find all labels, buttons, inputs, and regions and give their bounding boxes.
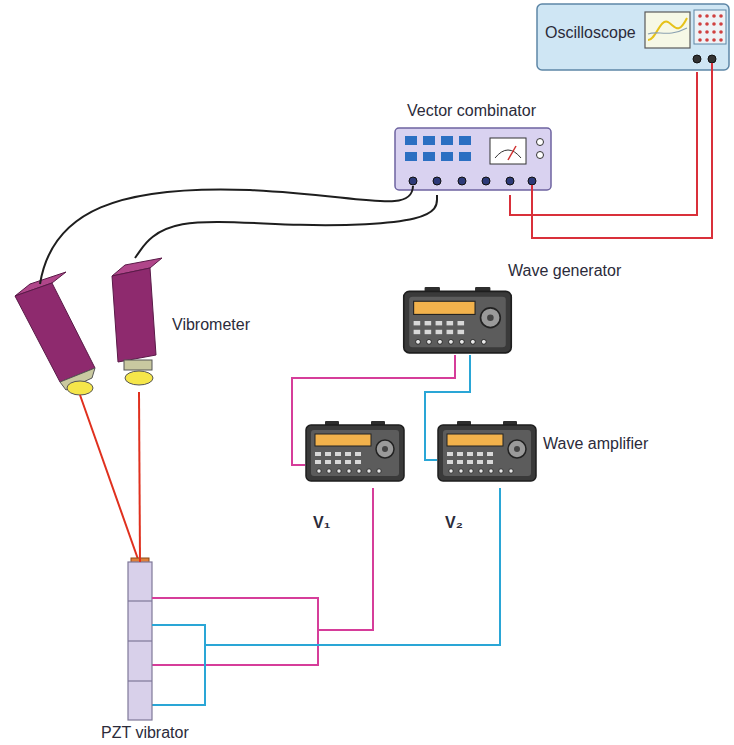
wave-amplifier: V₁	[305, 420, 405, 488]
knob	[537, 139, 544, 146]
knob	[537, 152, 544, 159]
oscilloscope-screen	[645, 12, 690, 48]
drive-wire	[152, 630, 318, 665]
combinator-body	[395, 128, 551, 190]
device-label: Oscilloscope	[545, 24, 636, 42]
vibrometer-right	[112, 258, 162, 385]
oscilloscope: Oscilloscope	[535, 2, 731, 72]
control-buttons	[698, 14, 723, 42]
oscilloscope-body	[537, 4, 729, 70]
connection-wire	[292, 355, 455, 465]
yellow-trace	[648, 18, 687, 40]
combinator-terminals	[409, 177, 536, 185]
input-terminal	[708, 55, 716, 63]
pzt-vibrator: PZT vibrator	[128, 562, 152, 720]
connection-wire	[510, 72, 697, 215]
pzt-stack	[128, 558, 152, 720]
vector-combinator-device	[395, 128, 551, 190]
control-panel	[694, 10, 726, 44]
connection-wire	[152, 488, 373, 630]
meter-scale	[495, 150, 521, 158]
connection-wire	[139, 392, 140, 562]
vector-combinator: Vector combinator	[385, 100, 560, 195]
wave-amplifier-device	[438, 421, 536, 481]
meter	[490, 138, 526, 164]
combinator-buttons	[405, 136, 471, 161]
meter-needle	[508, 146, 516, 160]
device-label: PZT vibrator	[101, 724, 189, 742]
device-label: V₂	[445, 514, 463, 532]
device-label: Vibrometer	[172, 316, 250, 334]
vibrometer-left	[15, 272, 95, 395]
device-label: Vector combinator	[407, 102, 536, 120]
wave-generator: Wave generator	[400, 285, 515, 355]
wave-generator-device	[404, 287, 511, 353]
laser-beam	[80, 395, 139, 562]
device-label: Wave amplifier	[543, 435, 648, 453]
device-label: V₁	[313, 514, 330, 532]
connection-wire	[135, 195, 437, 258]
wave-amplifier: Wave amplifierV₂	[437, 420, 537, 488]
signal-cable	[532, 63, 712, 238]
connection-wire	[152, 488, 500, 645]
connection-wire	[425, 355, 470, 460]
wave-amplifier-device	[306, 421, 404, 481]
drive-wire	[152, 645, 205, 705]
input-terminal	[693, 55, 701, 63]
oscilloscope-device	[537, 4, 729, 70]
signal-cable	[40, 186, 413, 284]
device-label: Wave generator	[508, 262, 621, 280]
vibrometer: Vibrometer	[8, 258, 168, 392]
blue-trace	[648, 28, 687, 34]
